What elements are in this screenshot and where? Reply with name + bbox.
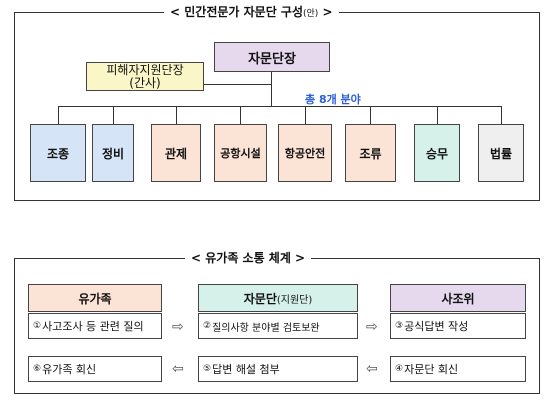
drop-line [240,106,241,124]
family-header: 유가족 [28,284,162,312]
org-chart-title: < 민간전문가 자문단 구성(안) > [164,4,339,22]
field-box: 정비 [92,124,134,182]
victim-support-box: 피해자지원단장 (간사) [86,62,204,91]
arrow-right-icon: ⇨ [366,319,378,335]
advisory-header: 자문단(지원단) [198,284,358,312]
chair-vertical-line [271,72,272,106]
field-box: 관제 [151,124,201,182]
drop-line [176,106,177,124]
chair-box: 자문단장 [214,42,330,72]
drop-line [113,106,114,124]
arrow-left-icon: ⇦ [172,361,184,377]
victim-connector-line [204,84,271,85]
arrow-right-icon: ⇨ [172,319,184,335]
drop-line [58,106,59,124]
field-box: 법률 [478,124,524,182]
field-box: 조류 [345,124,396,182]
arrow-left-icon: ⇦ [366,361,378,377]
horizontal-bus-line [58,106,501,107]
communication-title: < 유가족 소통 체계 > [185,250,312,266]
drop-line [437,106,438,124]
field-box: 승무 [414,124,460,182]
drop-line [305,106,306,124]
drop-line [501,106,502,124]
victim-support-label: 피해자지원단장 [106,62,184,77]
investigation-header: 사조위 [390,284,526,312]
field-box: 항공안전 [278,124,332,182]
drop-line [370,106,371,124]
field-box: 조종 [30,124,86,182]
field-box: 공항시설 [214,124,267,182]
total-fields-note: 총 8개 분야 [305,93,361,106]
victim-support-role: (간사) [129,75,161,90]
